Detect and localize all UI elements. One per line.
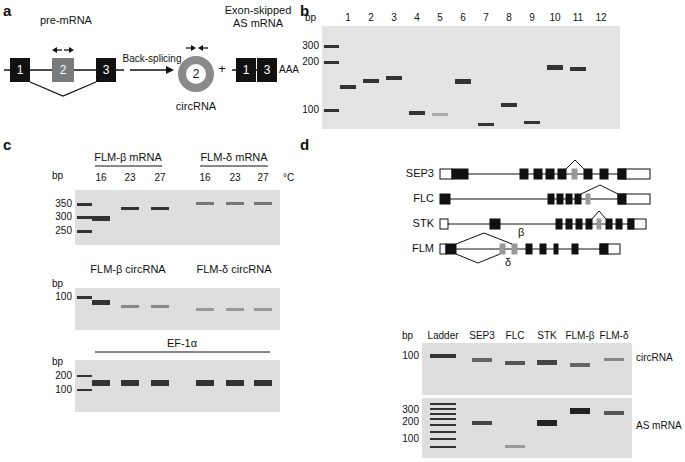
figure-label: 7 (483, 12, 489, 24)
figure-label: 8 (506, 12, 512, 24)
gene-models (440, 160, 650, 263)
figure-label: bp (52, 278, 63, 290)
figure-label: 11 (573, 12, 583, 24)
exon-number: 3 (264, 64, 271, 76)
figure-label: EF-1α (167, 337, 197, 350)
figure-label: FLM-β circRNA (90, 263, 165, 276)
figure-label: Ladder (427, 330, 458, 342)
figure-label: 100 (55, 291, 72, 303)
figure-label: circRNA (636, 352, 673, 364)
figure-label: pre-mRNA (40, 14, 92, 27)
figure-label: 1 (345, 12, 351, 24)
splicing-arrow (130, 66, 174, 74)
figure-label: δ (505, 256, 511, 269)
figure-label: FLM-δ mRNA (200, 151, 267, 164)
figure-label: 27 (154, 172, 165, 184)
gel-b (322, 26, 620, 129)
figure-label: + (218, 62, 226, 77)
figure-label: 100 (302, 104, 319, 116)
skipped-exon-box: 2 (52, 58, 74, 82)
figure-label: 200 (55, 370, 72, 382)
circrna-circle: 2 (178, 56, 214, 92)
exon-number: 3 (103, 64, 110, 76)
figure-label: 300 (302, 40, 319, 52)
figure-label: 200 (302, 56, 319, 68)
figure-label: 27 (257, 172, 268, 184)
figure-label: Exon-skipped AS mRNA (219, 4, 297, 29)
figure-label: 23 (124, 172, 135, 184)
gels-c (75, 166, 280, 412)
exon-number: 1 (243, 64, 250, 76)
figure-label: 16 (95, 172, 106, 184)
figure-label: 23 (229, 172, 240, 184)
figure-label: 300 (55, 211, 72, 223)
exon-box: 1 (236, 58, 256, 82)
figure-label: FLM-δ circRNA (196, 263, 271, 276)
figure-label: bp (52, 170, 63, 182)
figure-label: SEP3 (406, 167, 434, 180)
figure-label: bp (52, 356, 63, 368)
figure-label: °C (283, 172, 294, 184)
figure-label: STK (413, 217, 434, 230)
figure-label: 5 (437, 12, 443, 24)
figure-label: 100 (402, 350, 419, 362)
figure-label: 100 (55, 384, 72, 396)
exon-number: 2 (60, 64, 67, 76)
figure-label: 16 (199, 172, 210, 184)
figure-label: 4 (414, 12, 420, 24)
figure-label: STK (537, 330, 556, 342)
gels-d (422, 343, 632, 458)
panel-letter: d (300, 136, 309, 153)
exon-box: 3 (96, 58, 116, 82)
figure-label: 2 (368, 12, 374, 24)
figure-label: circRNA (176, 100, 216, 113)
figure-label: bp (305, 12, 316, 24)
panel-letter: c (3, 136, 11, 153)
figure-label: 350 (55, 198, 72, 210)
figure-label: FLC (413, 192, 434, 205)
figure-label: FLM (412, 242, 434, 255)
figure-label: 9 (529, 12, 535, 24)
exon-box: 3 (257, 58, 277, 82)
figure-label: 3 (391, 12, 397, 24)
figure-label: FLM-β mRNA (94, 151, 161, 164)
figure-label: β (518, 226, 524, 239)
edge-label: Back-splicing (123, 53, 182, 65)
figure-label: SEP3 (469, 330, 495, 342)
exon-box: 1 (10, 58, 30, 82)
figure-label: 250 (55, 225, 72, 237)
figure-label: 300 (402, 404, 419, 416)
figure-label: 200 (402, 416, 419, 428)
figure-label: 100 (402, 433, 419, 445)
figure-label: FLM-β (565, 330, 594, 342)
figure-label: AS mRNA (636, 420, 682, 432)
panel-letter: a (3, 2, 11, 19)
exon-number: 2 (193, 68, 200, 80)
figure-label: AAA (279, 64, 299, 76)
exon-number: 1 (17, 64, 24, 76)
figure-label: FLM-δ (600, 330, 629, 342)
pre-mrna-drawing (4, 45, 277, 96)
figure-label: bp (402, 330, 413, 342)
figure-label: 6 (460, 12, 466, 24)
figure-label: 12 (595, 12, 606, 24)
figure-label: FLC (506, 330, 525, 342)
figure-label: 10 (549, 12, 560, 24)
